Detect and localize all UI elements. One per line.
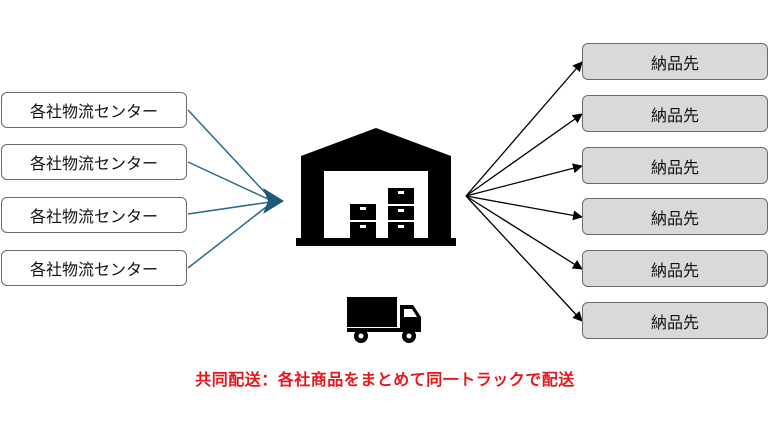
source-label: 各社物流センター <box>29 102 158 121</box>
destination-box-2: 納品先 <box>582 95 768 132</box>
destination-label: 納品先 <box>650 208 699 228</box>
outbound-arrow <box>465 163 583 197</box>
outbound-arrow <box>465 61 583 197</box>
inbound-arrow <box>187 203 271 269</box>
inbound-arrow <box>187 161 271 201</box>
source-box-2: 各社物流センター <box>1 144 187 180</box>
destination-box-6: 納品先 <box>582 302 768 339</box>
destination-label: 納品先 <box>650 260 699 280</box>
destination-box-1: 納品先 <box>582 43 768 80</box>
inbound-arrow <box>187 201 271 215</box>
outbound-arrow <box>465 195 583 270</box>
source-label: 各社物流センター <box>29 207 158 226</box>
source-box-1: 各社物流センター <box>1 92 187 128</box>
destination-box-3: 納品先 <box>582 147 768 184</box>
inbound-arrowhead <box>263 188 284 214</box>
destination-label: 納品先 <box>650 105 699 125</box>
source-label: 各社物流センター <box>29 154 158 173</box>
destination-box-4: 納品先 <box>582 198 768 235</box>
outbound-arrow <box>465 195 583 221</box>
destination-box-5: 納品先 <box>582 250 768 287</box>
destination-label: 納品先 <box>650 312 699 332</box>
outbound-arrow <box>465 113 583 197</box>
truck-icon <box>347 297 421 343</box>
outbound-arrow <box>465 195 583 322</box>
caption: 共同配送：各社商品をまとめて同一トラックで配送 <box>195 370 575 389</box>
inbound-arrow <box>187 109 271 199</box>
destination-label: 納品先 <box>650 53 699 73</box>
warehouse-icon <box>296 128 456 246</box>
source-label: 各社物流センター <box>29 260 158 279</box>
destination-label: 納品先 <box>650 157 699 177</box>
source-box-4: 各社物流センター <box>1 250 187 286</box>
source-box-3: 各社物流センター <box>1 197 187 233</box>
